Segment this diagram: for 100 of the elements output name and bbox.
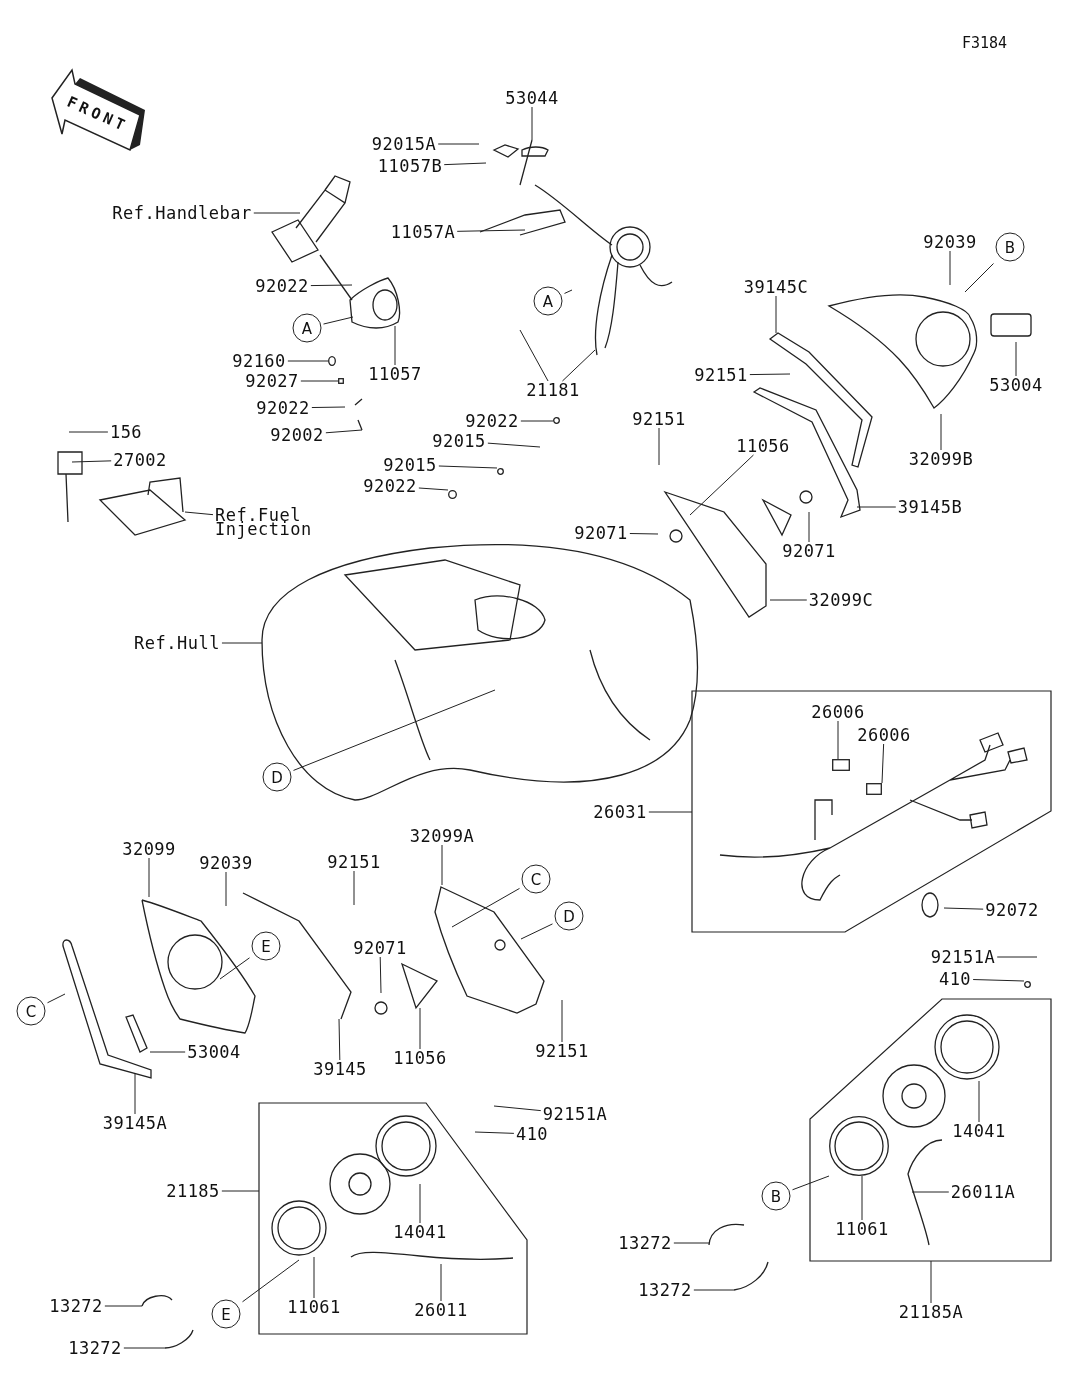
part-number: 11057 (368, 367, 422, 381)
leader-line (658, 427, 660, 466)
leader-line (419, 1183, 421, 1224)
part-number: 11056 (393, 1051, 447, 1065)
part-number: 13272 (638, 1283, 692, 1297)
part-number: 32099A (409, 829, 475, 843)
part-number: 92072 (985, 903, 1039, 917)
leader-line (808, 511, 810, 543)
leader-line (648, 811, 693, 813)
part-number: 39145C (743, 280, 809, 294)
part-number: 410 (938, 972, 972, 986)
part-number: 53004 (187, 1045, 241, 1059)
reference-circle: B (761, 1181, 791, 1211)
leader-line (68, 431, 109, 433)
leader-line (219, 957, 250, 980)
leader-line (300, 380, 339, 382)
leader-line (104, 1305, 143, 1307)
part-number: 32099 (122, 842, 176, 856)
leader-line (519, 329, 549, 382)
leader-line (561, 999, 563, 1043)
part-number: 21181 (526, 383, 580, 397)
part-number: 92022 (363, 479, 417, 493)
leader-line (856, 506, 897, 508)
leader-line (693, 1289, 735, 1291)
part-number: 92015 (383, 458, 437, 472)
leader-line (394, 325, 396, 366)
leader-line (996, 956, 1038, 958)
part-number: 92151A (930, 950, 996, 964)
part-number: 92022 (255, 279, 309, 293)
part-number: 92151 (535, 1044, 589, 1058)
leader-line (949, 250, 951, 286)
leader-line (561, 349, 596, 382)
part-number: 92039 (199, 856, 253, 870)
part-number: 92039 (923, 235, 977, 249)
leader-line (148, 857, 150, 898)
reference-circle: E (211, 1299, 241, 1329)
leader-line (221, 642, 263, 644)
leader-line (419, 1007, 421, 1050)
part-number: 11056 (736, 439, 790, 453)
part-number: 156 (109, 425, 143, 439)
leader-line (184, 511, 214, 516)
leader-line (437, 143, 480, 145)
leader-line (520, 923, 553, 940)
part-number: 92071 (353, 941, 407, 955)
part-number: 92022 (465, 414, 519, 428)
leader-line (673, 1242, 710, 1244)
leader-line (221, 1190, 260, 1192)
reference-circle: A (292, 313, 322, 343)
reference-circle: A (533, 286, 563, 316)
part-number: 13272 (68, 1341, 122, 1355)
part-number: 410 (515, 1127, 549, 1141)
leader-line (441, 844, 443, 886)
part-number: 27002 (113, 453, 167, 467)
leader-line (487, 442, 541, 448)
part-number: 53044 (505, 91, 559, 105)
leader-line (134, 1072, 136, 1115)
part-number: 92151 (632, 412, 686, 426)
reference-circle: E (251, 931, 281, 961)
part-number: 13272 (49, 1299, 103, 1313)
part-number: 13272 (618, 1236, 672, 1250)
part-number: 92071 (574, 526, 628, 540)
leader-line (293, 689, 496, 771)
leader-line (520, 420, 554, 422)
part-number: 11061 (287, 1300, 341, 1314)
leader-line (379, 956, 382, 994)
leader-line (438, 465, 498, 469)
leader-line (964, 263, 994, 293)
leader-line (629, 533, 659, 535)
leader-line (287, 360, 329, 362)
leader-line (1015, 341, 1017, 377)
part-number: 11057A (390, 225, 456, 239)
part-number: 11061 (835, 1222, 889, 1236)
leader-line (443, 162, 487, 166)
part-number: 92160 (232, 354, 286, 368)
leader-line (313, 1256, 315, 1299)
leader-line (47, 993, 66, 1004)
leader-line (564, 289, 573, 294)
leader-line (242, 1259, 300, 1303)
part-number: Ref.Hull (134, 636, 220, 650)
leader-line (978, 1080, 980, 1123)
part-number: 21185A (898, 1305, 964, 1319)
part-number: 32099C (808, 593, 874, 607)
part-number: 92151A (542, 1107, 608, 1121)
leader-line (972, 979, 1025, 982)
reference-circle: B (995, 232, 1025, 262)
leader-line (881, 743, 885, 784)
leader-line (451, 887, 520, 928)
reference-circle: D (262, 762, 292, 792)
reference-circle: C (521, 864, 551, 894)
leader-line (493, 1105, 542, 1112)
leader-line (474, 1131, 515, 1134)
reference-circle: D (554, 901, 584, 931)
leader-line (930, 1260, 932, 1304)
leader-line (531, 106, 533, 141)
part-number: 92022 (256, 401, 310, 415)
leader-line (353, 870, 355, 906)
part-number: 39145A (102, 1116, 168, 1130)
leader-line (775, 295, 777, 334)
leader-line (440, 1263, 442, 1302)
part-number: 92002 (270, 428, 324, 442)
